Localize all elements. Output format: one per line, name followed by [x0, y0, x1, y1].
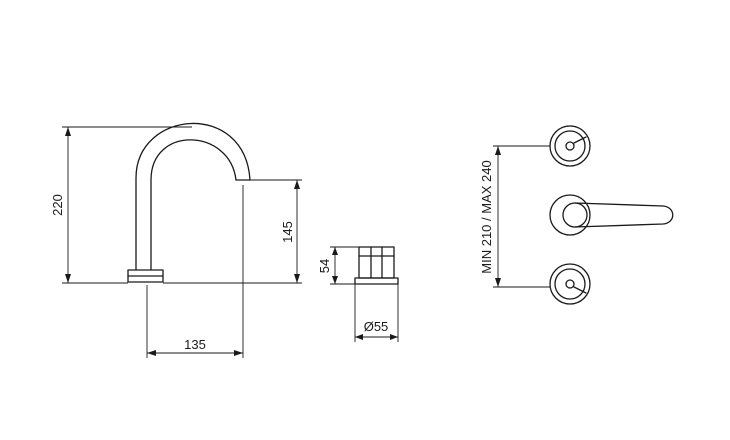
- dimension-spout-reach: 135: [146, 185, 244, 358]
- top-view: [549, 125, 674, 305]
- dimension-outlet-height: 145: [163, 179, 302, 284]
- dimension-spout-height: 220: [50, 126, 192, 284]
- dimension-label-220: 220: [50, 194, 65, 216]
- handle-knob: [358, 246, 395, 279]
- dimension-label-145: 145: [280, 221, 295, 243]
- dimension-centre-spacing: MIN 210 / MAX 240: [479, 145, 550, 288]
- spout-top-view: [549, 194, 674, 236]
- spout-outer-contour: [135, 122, 251, 271]
- dimension-handle-diameter: Ø55: [354, 284, 399, 342]
- dimension-label-diameter: Ø55: [364, 319, 389, 334]
- dimension-label-54: 54: [317, 259, 332, 273]
- spout-inner-contour: [150, 139, 237, 271]
- handle-top-view-upper: [549, 125, 591, 167]
- dimension-label-spacing: MIN 210 / MAX 240: [479, 160, 494, 273]
- spout-side-view: [127, 122, 251, 283]
- handle-top-view-lower: [549, 263, 591, 305]
- handle-base: [354, 277, 399, 285]
- dimension-handle-height: 54: [317, 246, 359, 285]
- handle-side-view: [354, 246, 399, 285]
- dimension-label-135: 135: [184, 337, 206, 352]
